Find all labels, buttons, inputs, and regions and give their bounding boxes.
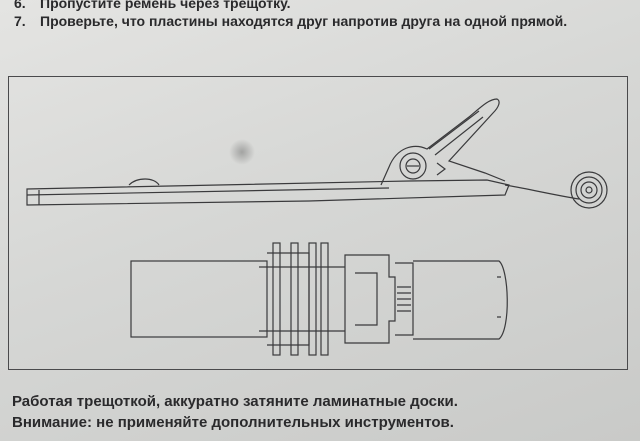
step-6: 6. Пропустите ремень через трещотку. bbox=[14, 0, 624, 12]
laminate-boards-side-view bbox=[26, 178, 510, 206]
step-7: 7. Проверьте, что пластины находятся дру… bbox=[14, 12, 624, 30]
bottom-instructions: Работая трещоткой, аккуратно затяните ла… bbox=[12, 391, 632, 433]
ratchet-side-view bbox=[380, 98, 506, 186]
step-text: Пропустите ремень через трещотку. bbox=[40, 0, 291, 11]
step-text: Проверьте, что пластины находятся друг н… bbox=[40, 13, 568, 29]
step-number: 6. bbox=[14, 0, 26, 11]
strap-roll bbox=[504, 171, 608, 209]
instruction-text: Работая трещоткой, аккуратно затяните ла… bbox=[12, 393, 458, 410]
ink-smudge bbox=[227, 139, 257, 165]
illustration-frame bbox=[8, 76, 628, 370]
warning-text: Внимание: не применяйте дополнительных и… bbox=[12, 414, 454, 431]
ratchet-top-view bbox=[130, 242, 508, 356]
instruction-steps: 6. Пропустите ремень через трещотку. 7. … bbox=[14, 0, 624, 30]
ratchet-illustration bbox=[26, 98, 608, 356]
step-number: 7. bbox=[14, 13, 26, 29]
